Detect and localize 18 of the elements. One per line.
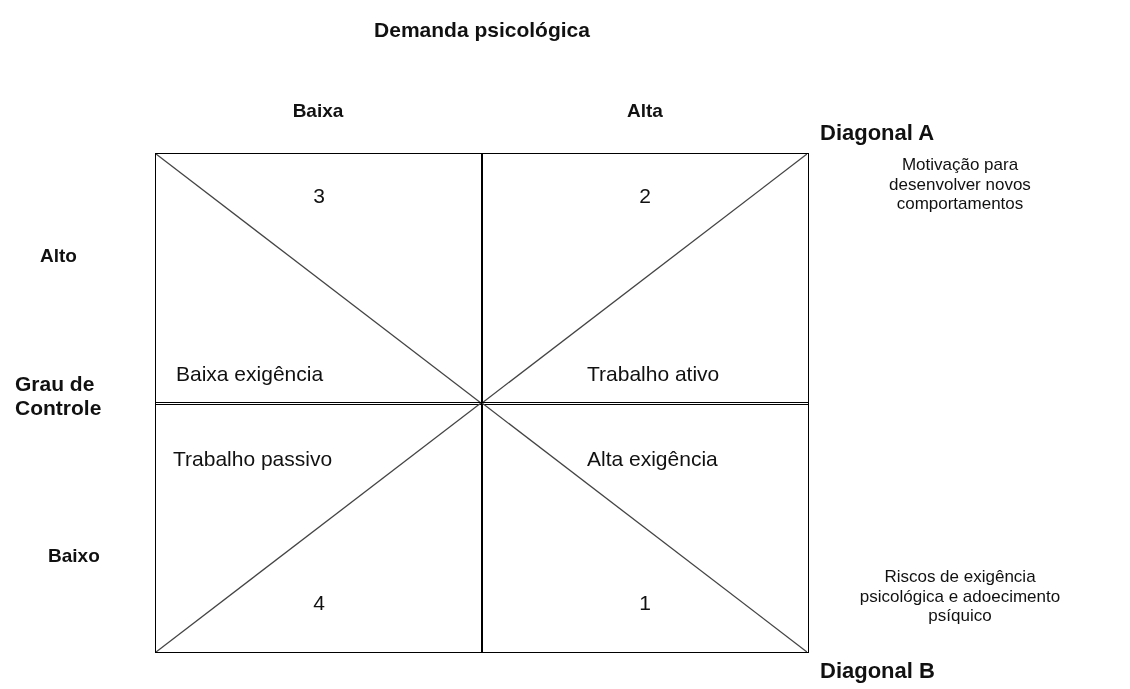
quadrant-number: 4 bbox=[312, 590, 326, 614]
quadrant-label: Trabalho ativo bbox=[587, 362, 720, 386]
row-header: Alto bbox=[40, 245, 78, 267]
row-header: Baixo bbox=[48, 545, 101, 567]
quadrant-number: 3 bbox=[312, 184, 326, 208]
column-header: Baixa bbox=[291, 100, 345, 122]
axis-title: Demanda psicológica bbox=[373, 18, 591, 43]
axis-title: Grau de Controle bbox=[15, 372, 103, 421]
quadrant-label: Alta exigência bbox=[587, 446, 718, 470]
column-header: Alta bbox=[626, 100, 664, 122]
diagonal-title: Diagonal B bbox=[820, 658, 936, 684]
diagonal-note: Riscos de exigência psicológica e adoecimento psíquico bbox=[858, 567, 1062, 626]
quadrant-label: Trabalho passivo bbox=[173, 446, 333, 470]
diagonal-title: Diagonal A bbox=[820, 120, 936, 146]
quadrant-label: Baixa exigência bbox=[176, 362, 324, 386]
diagonal-note: Motivação para desenvolver novos comportamentos bbox=[888, 155, 1032, 214]
quadrant-number: 2 bbox=[638, 184, 652, 208]
quadrant-number: 1 bbox=[638, 590, 652, 614]
